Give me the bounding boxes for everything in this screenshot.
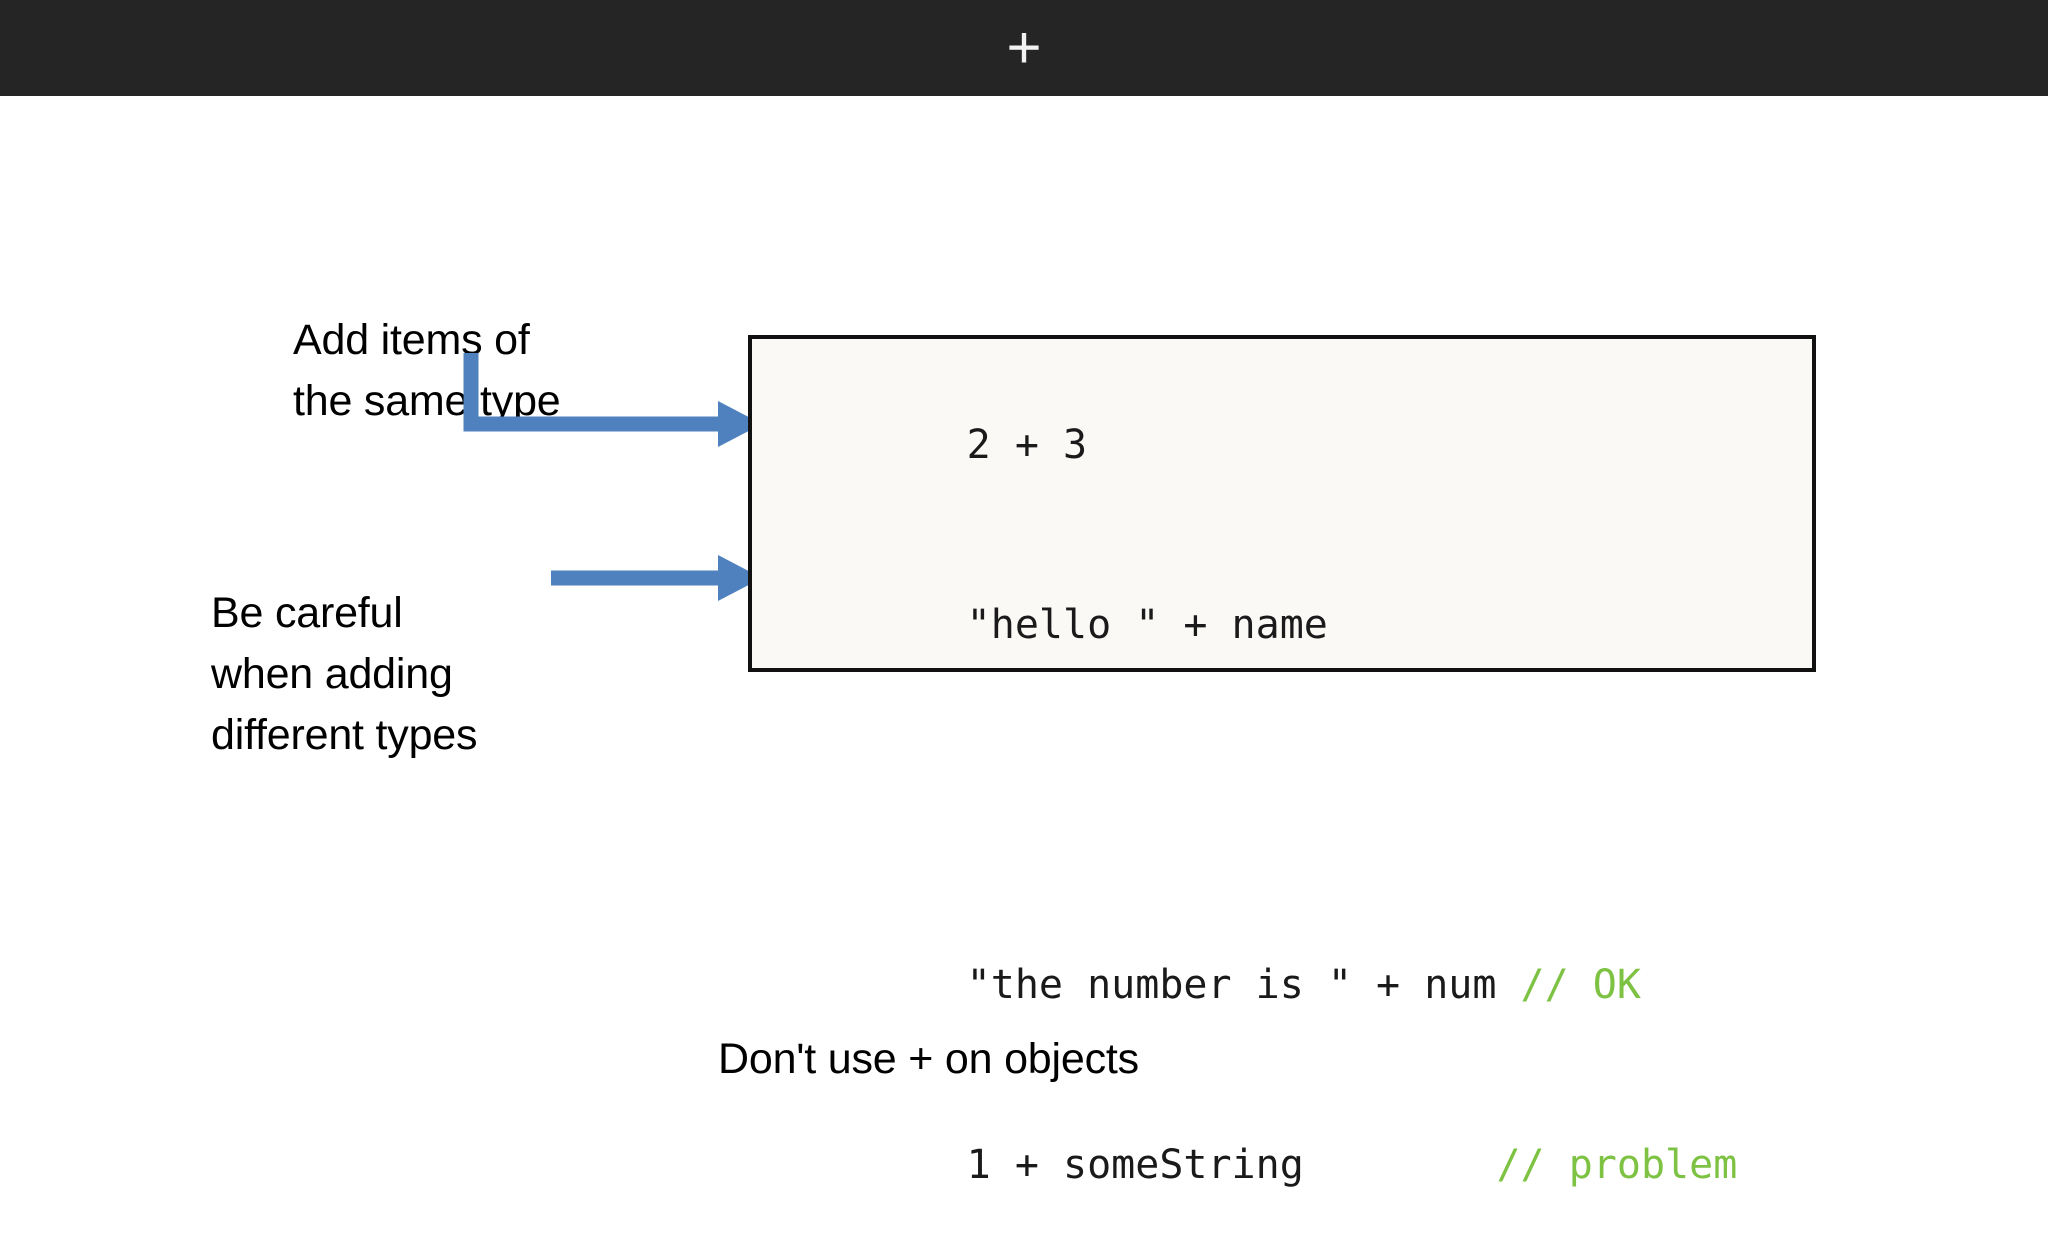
annotation-be-careful: Be careful when adding different types (211, 589, 478, 759)
code-block-content: 2 + 3 "hello " + name "the number is " +… (774, 355, 1802, 1188)
code-line: "hello " + name (774, 535, 1802, 715)
slide-canvas: Add items of the same type Be careful wh… (0, 96, 2048, 1188)
code-line: "the number is " + num // OK (774, 895, 1802, 1075)
title-bar: + (0, 0, 2048, 96)
code-comment: // problem (1496, 1142, 1738, 1188)
code-text: 1 + someString (966, 1142, 1497, 1188)
code-text: 2 + 3 (966, 422, 1088, 468)
straight-arrow-to-code-line-4 (551, 555, 762, 601)
code-block: 2 + 3 "hello " + name "the number is " +… (748, 335, 1816, 1188)
annotation-add-same-type: Add items of the same type (293, 316, 561, 425)
plus-icon: + (1006, 14, 1042, 81)
code-comment: // OK (1520, 962, 1641, 1008)
code-text: "hello " + name (966, 602, 1328, 648)
code-line: 1 + someString // problem (774, 1075, 1802, 1255)
code-text: "the number is " + num (966, 962, 1521, 1008)
code-line-blank (774, 715, 1802, 895)
code-line: 2 + 3 (774, 355, 1802, 535)
bottom-note: Don't use + on objects (718, 1035, 1139, 1083)
